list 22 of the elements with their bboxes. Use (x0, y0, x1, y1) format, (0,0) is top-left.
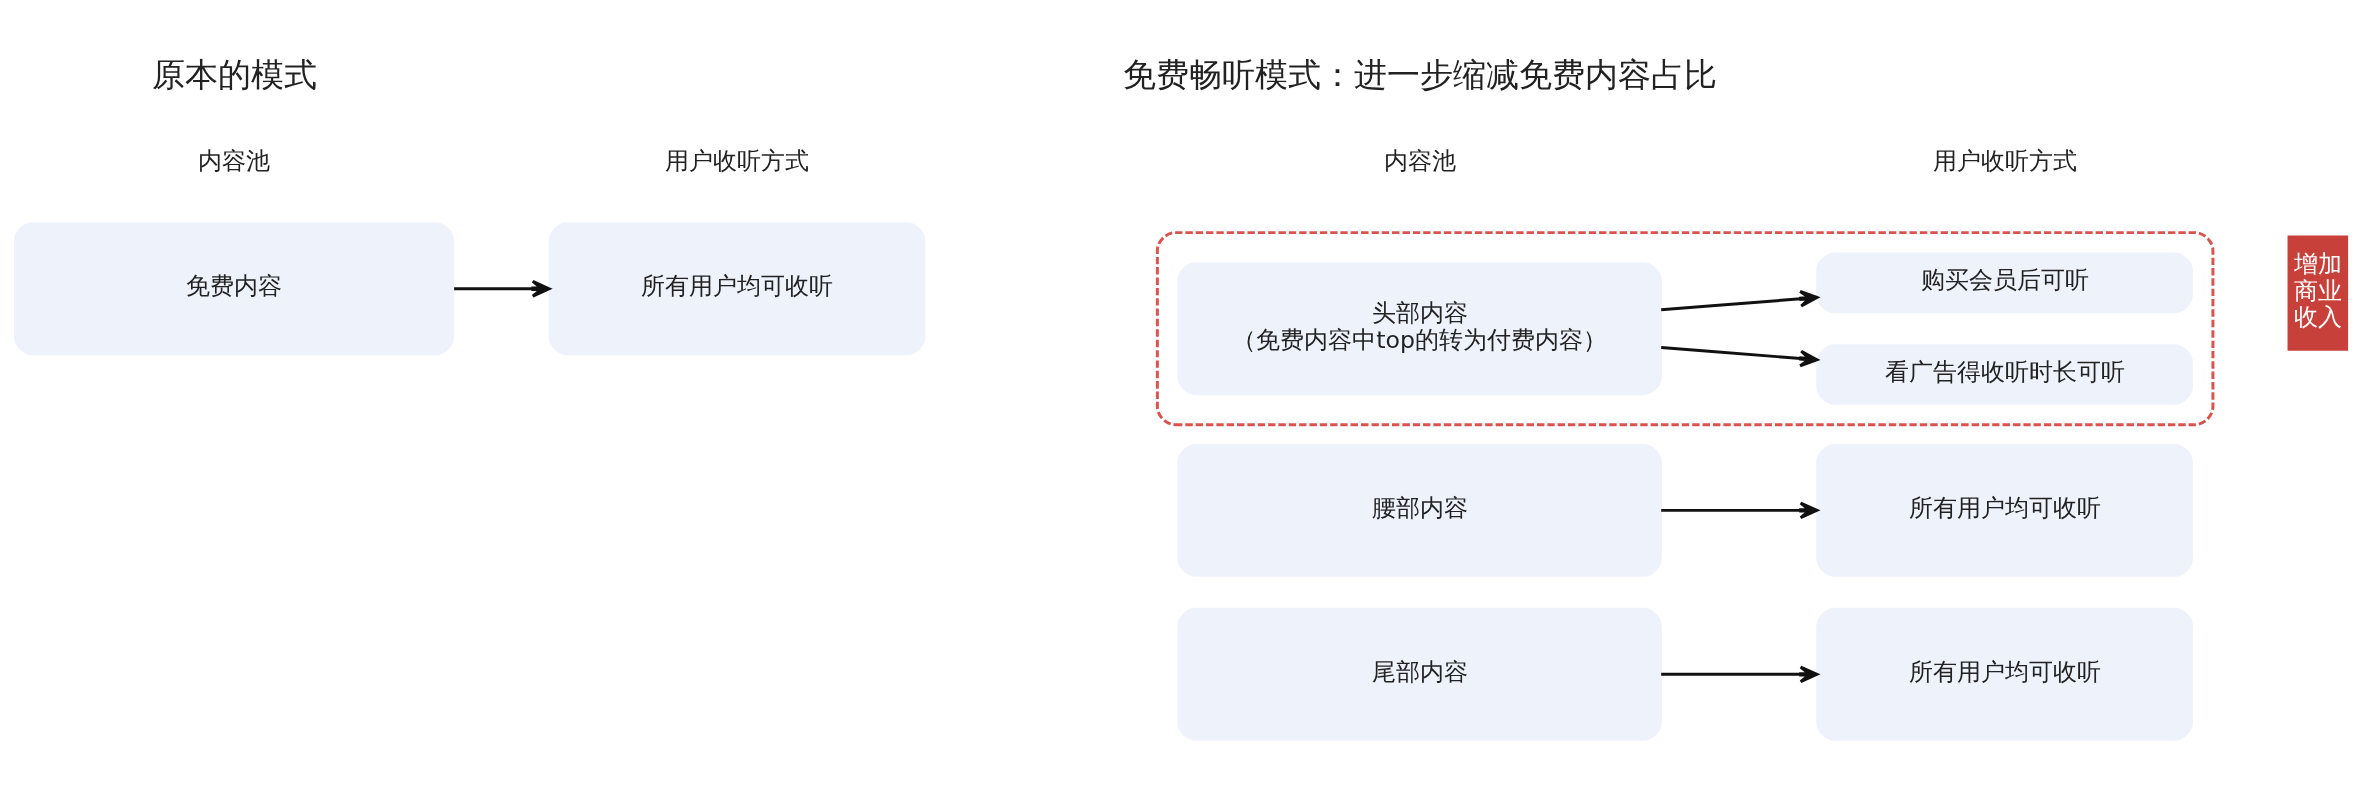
node-box: 免费内容 (13, 221, 455, 355)
cluster (1155, 230, 2215, 426)
node-box: 看广告得收听时长可听 (1816, 343, 2193, 405)
node-box: 头部内容 （免费内容中top的转为付费内容） (1177, 261, 1662, 395)
arrow (1661, 289, 1819, 311)
node-box: 购买会员后可听 (1816, 252, 2193, 313)
node-box: 尾部内容 (1177, 607, 1662, 741)
label: 内容池 (1383, 146, 1456, 175)
arrow (1661, 665, 1819, 683)
label: 用户收听方式 (1932, 146, 2077, 175)
node-box: 腰部内容 (1177, 443, 1662, 577)
node-box: 增加商业收入 (2287, 235, 2349, 351)
arrow (454, 279, 551, 298)
label: 用户收听方式 (665, 146, 810, 175)
label: 内容池 (198, 146, 271, 175)
arrow (1661, 501, 1819, 519)
node-box: 所有用户均可收听 (1816, 607, 2193, 741)
node-box: 所有用户均可收听 (548, 221, 926, 355)
label: 免费畅听模式：进一步缩减免费内容占比 (1122, 55, 1717, 94)
label: 原本的模式 (151, 55, 317, 94)
node-box: 所有用户均可收听 (1816, 443, 2193, 577)
arrow (1661, 345, 1819, 367)
